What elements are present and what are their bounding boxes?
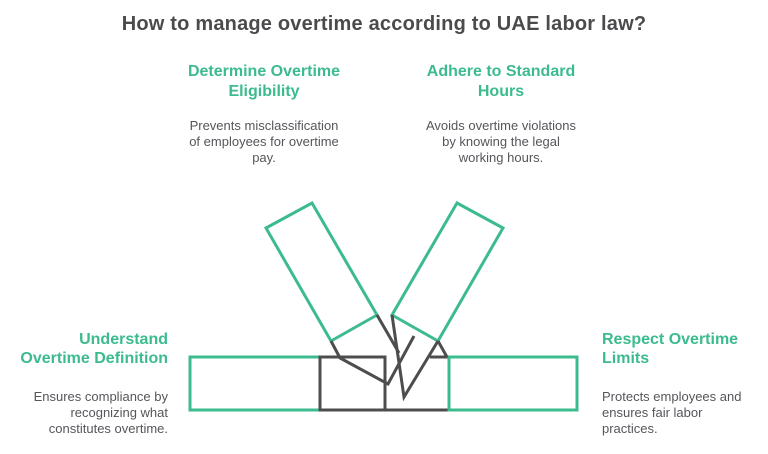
step-determine-overtime-eligibility: Determine Overtime Eligibility Prevents … [174, 62, 354, 166]
step-title: Adhere to Standard Hours [426, 63, 576, 100]
right-banner-tip [390, 314, 440, 402]
step-respect-overtime-limits: Respect Overtime Limits Protects employe… [602, 330, 765, 437]
step-adhere-to-standard-hours: Adhere to Standard Hours Avoids overtime… [411, 62, 591, 166]
step-understand-overtime-definition: Understand Overtime Definition Ensures c… [5, 330, 168, 437]
left-banner-tip [329, 335, 416, 387]
step-description: Protects employees and ensures fair labo… [602, 389, 742, 436]
left-banner-shape [263, 200, 380, 344]
step-title: Determine Overtime Eligibility [187, 63, 341, 100]
base-bar-right-green [447, 355, 579, 412]
base-bar-center-right-gray [383, 355, 451, 412]
step-description: Ensures compliance by recognizing what c… [33, 389, 168, 436]
step-description: Prevents misclassification of employees … [189, 118, 339, 165]
step-title: Understand Overtime Definition [20, 331, 168, 367]
right-banner-shape [389, 200, 506, 344]
right-banner-edge-extension [436, 340, 449, 358]
base-bar-left-green [188, 355, 322, 412]
page-title: How to manage overtime according to UAE … [121, 13, 647, 35]
step-title: Respect Overtime Limits [602, 331, 739, 367]
step-description: Avoids overtime violations by knowing th… [425, 118, 577, 165]
